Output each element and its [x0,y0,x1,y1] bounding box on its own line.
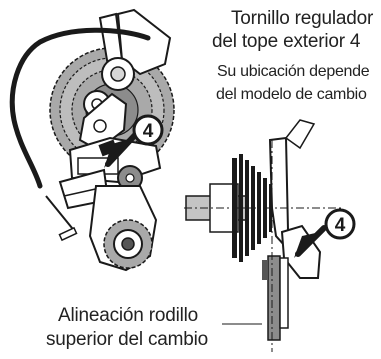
location-note-line2: del modelo de cambio [216,86,367,103]
lower-pulley [103,219,153,269]
callout-badge-main [132,114,164,146]
guide-pulley-plate [279,257,289,329]
callout-number-main: 4 [143,121,154,142]
cable-end-cap [58,226,78,242]
callout-number-rear: 4 [335,215,346,236]
limit-screw-title-line1: Tornillo regulador [231,8,374,29]
guide-pulley-side [267,255,281,341]
callout-arrow-rear [294,225,327,258]
pulley-alignment-line2: superior del cambio [46,329,209,350]
location-note-line1: Su ubicación depende [217,63,370,80]
pulley-alignment-line1: Alineación rodillo [58,305,199,326]
guide-pulley-hub [262,260,268,280]
callout-arrow-main [104,131,139,168]
callout-badge-rear [324,208,356,240]
frame-dropout [98,8,172,91]
frame-stay [284,119,316,150]
limit-screw-title-line2: del tope exterior 4 [212,31,361,52]
derailleur-rear-view: 4 [184,119,356,352]
derailleur-side-view: 4 [9,8,175,272]
derailleur-body [58,90,162,210]
cable-housing [9,27,151,189]
